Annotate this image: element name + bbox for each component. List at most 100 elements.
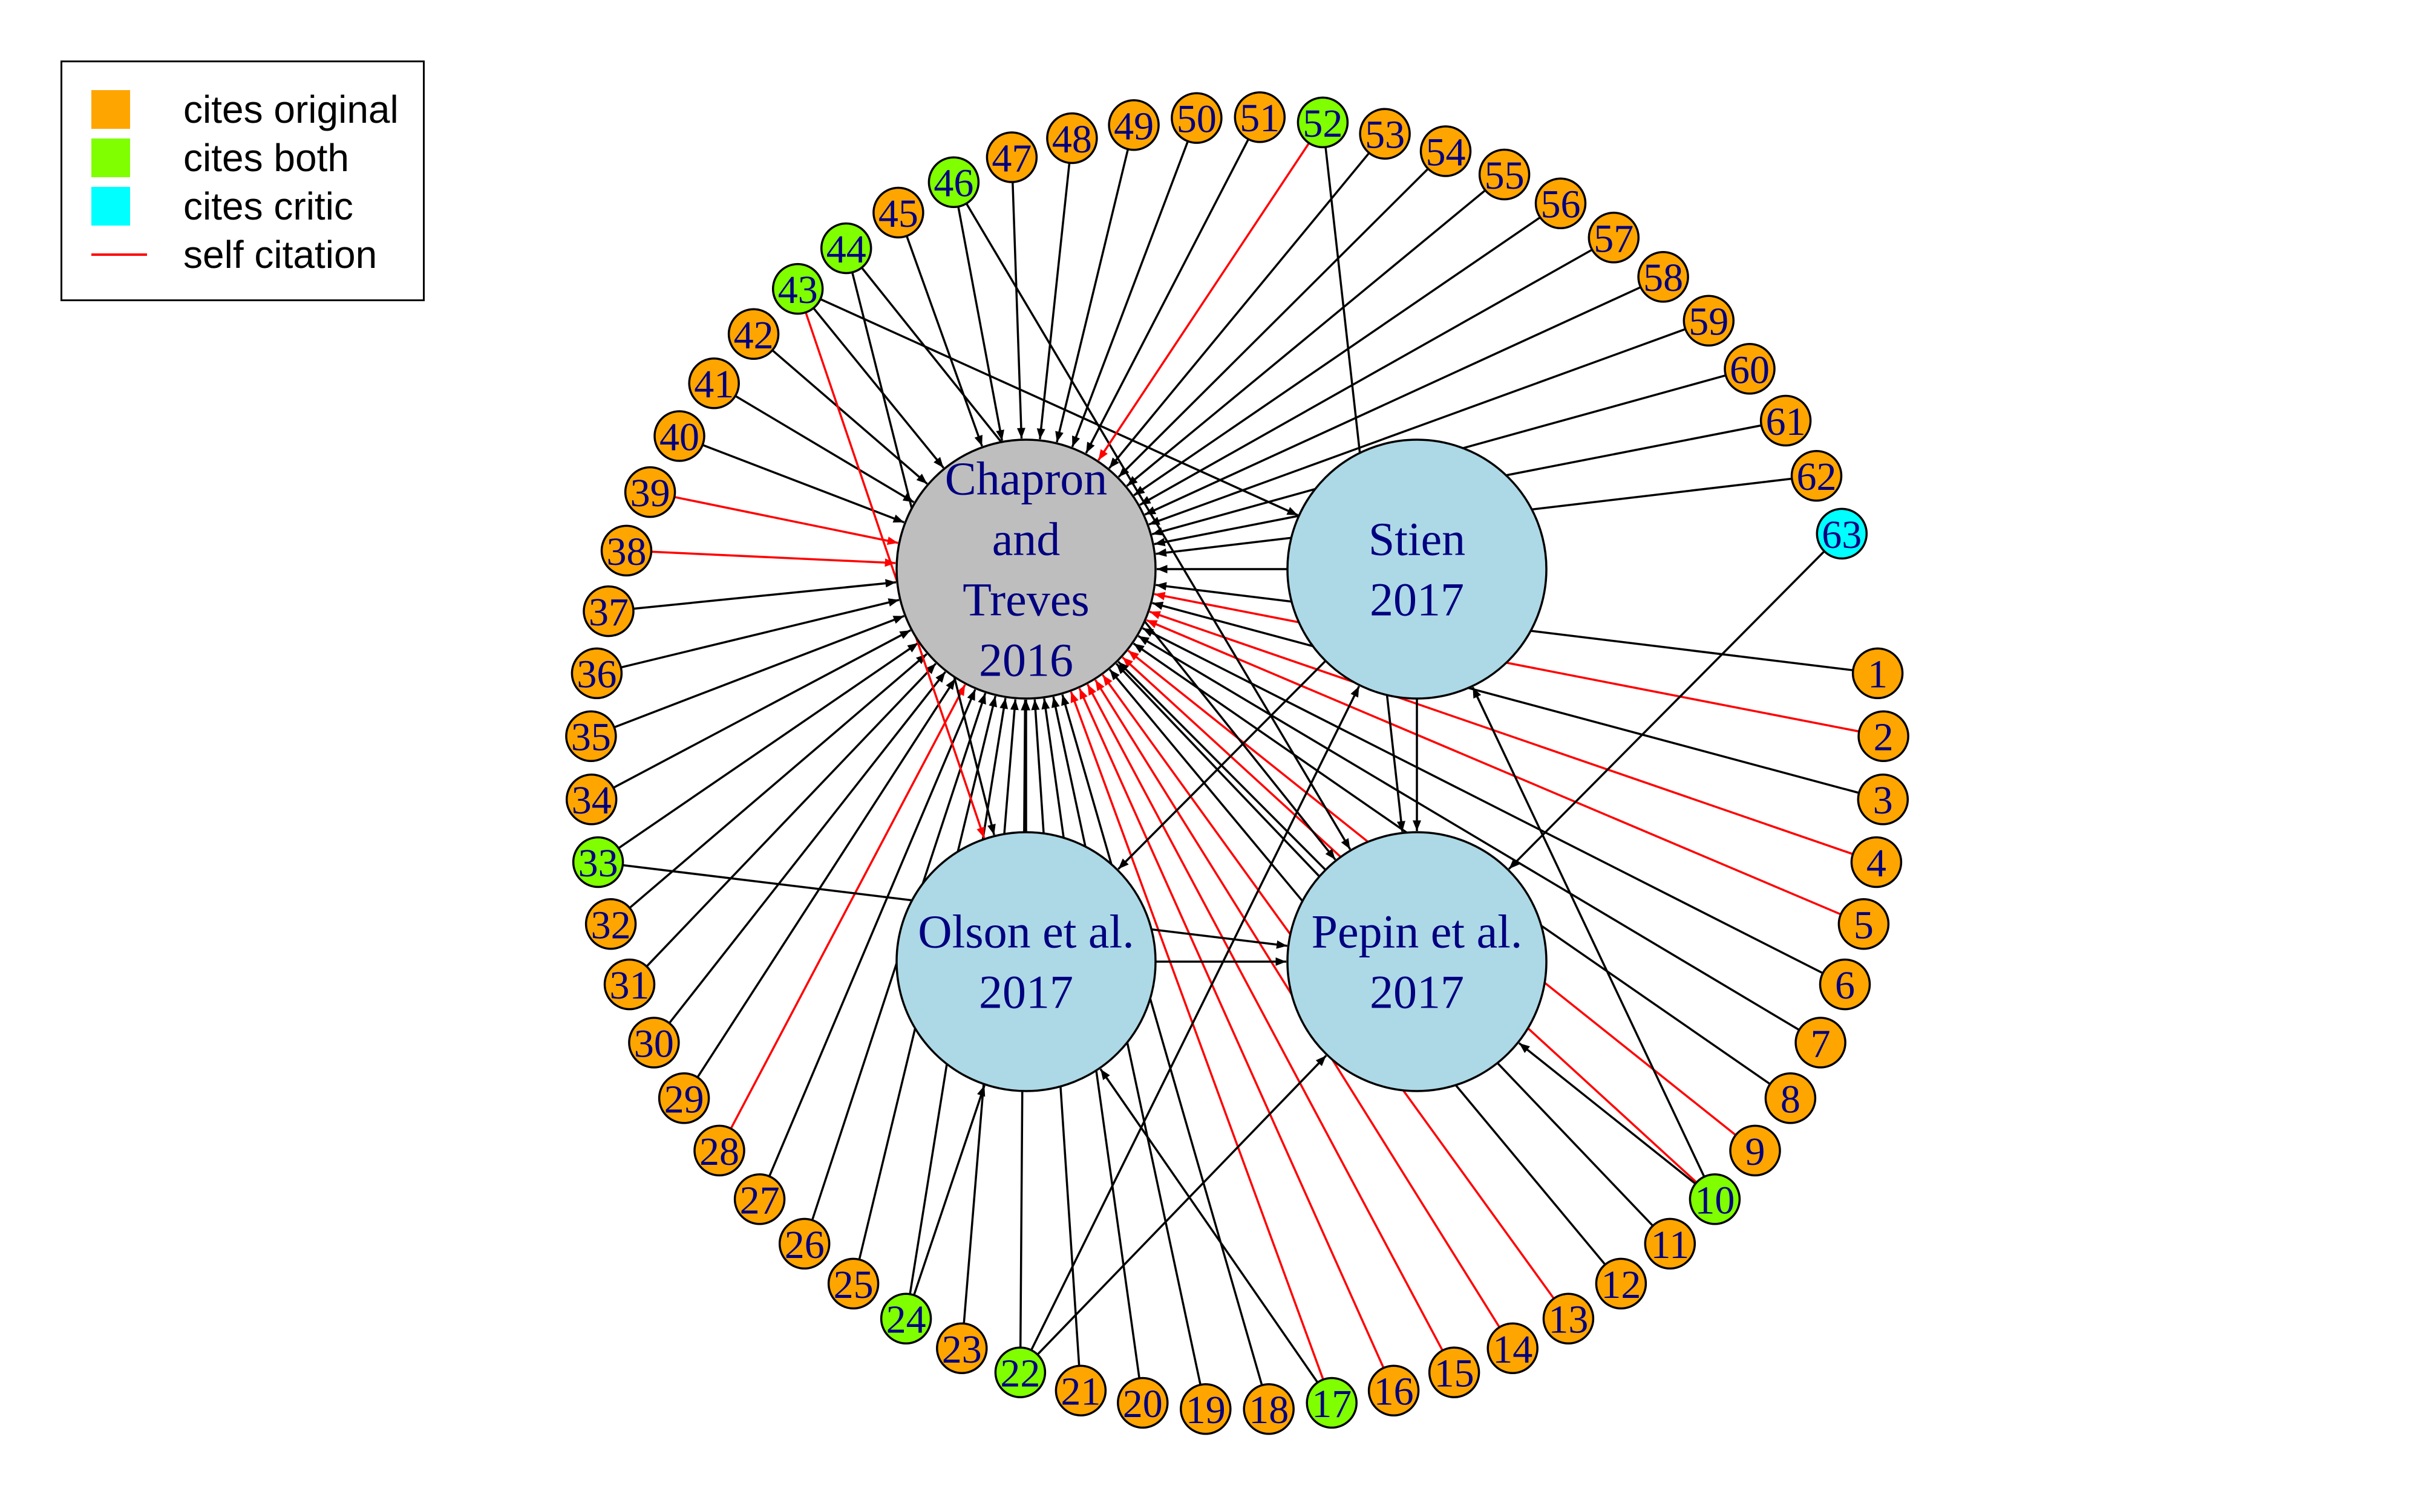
citing-paper-label: 45 [878, 192, 918, 236]
citing-paper-node: 26 [778, 1217, 831, 1270]
citing-paper-circle [658, 1072, 710, 1124]
citing-paper-node: 57 [1588, 212, 1640, 264]
citing-paper-label: 15 [1434, 1352, 1474, 1396]
nodes-layer: 1234567891011121314151617181920212223242… [565, 91, 1909, 1435]
citing-paper-circle [1857, 773, 1909, 826]
citing-paper-node: 22 [994, 1346, 1047, 1398]
hub-label: Treves [963, 573, 1089, 626]
citing-paper-node: 34 [565, 773, 618, 826]
citing-paper-label: 13 [1548, 1298, 1588, 1342]
citation-edge [1133, 216, 1541, 497]
citing-paper-node: 17 [1306, 1377, 1358, 1429]
citing-paper-circle [600, 524, 653, 577]
hub-label: 2017 [1370, 573, 1464, 626]
citing-paper-circle [1243, 1383, 1295, 1435]
citing-paper-label: 56 [1541, 183, 1581, 227]
citation-edge [1036, 1055, 1327, 1355]
citing-paper-circle [1764, 1072, 1817, 1124]
citing-paper-circle [994, 1346, 1047, 1398]
citing-paper-node: 21 [1055, 1364, 1107, 1416]
citing-paper-label: 27 [740, 1178, 780, 1222]
citing-paper-circle [1794, 1017, 1846, 1069]
hub-circle [895, 831, 1157, 1092]
citing-paper-node: 63 [1816, 507, 1868, 560]
citing-paper-circle [1367, 1364, 1420, 1416]
citing-paper-circle [571, 647, 623, 699]
self-citation-edge [674, 496, 898, 545]
citing-paper-circle [927, 156, 980, 208]
citing-paper-node: 46 [927, 156, 980, 208]
citing-paper-node: 12 [1595, 1257, 1647, 1310]
citing-paper-label: 4 [1866, 841, 1886, 885]
citing-paper-label: 35 [571, 715, 611, 760]
citation-edge [1137, 635, 1800, 1031]
citing-paper-circle [1790, 449, 1843, 502]
citing-paper-node: 51 [1234, 91, 1286, 143]
citing-paper-circle [1637, 250, 1689, 303]
legend-item-cites-both: cites both [62, 134, 423, 182]
citing-paper-node: 40 [653, 410, 705, 462]
hub-circle [895, 438, 1157, 700]
citation-edge [629, 653, 927, 909]
legend-line-self-citation [91, 253, 147, 256]
citing-paper-node: 41 [688, 357, 740, 409]
citing-paper-label: 16 [1374, 1370, 1414, 1414]
citing-paper-circle [1428, 1346, 1480, 1398]
citing-paper-node: 14 [1486, 1322, 1539, 1375]
citing-paper-circle [628, 1017, 680, 1069]
citing-paper-circle [572, 836, 624, 888]
citation-edge [1108, 152, 1370, 469]
citing-paper-label: 51 [1240, 96, 1280, 140]
citing-paper-circle [1486, 1322, 1539, 1375]
citing-paper-circle [1851, 647, 1904, 699]
legend-swatch-original [91, 90, 130, 129]
legend-label: cites both [183, 136, 349, 180]
citing-paper-circle [1108, 99, 1160, 151]
citing-paper-circle [1857, 710, 1909, 762]
citing-paper-circle [1306, 1377, 1358, 1429]
citing-paper-circle [1850, 836, 1903, 888]
citing-paper-label: 53 [1365, 113, 1405, 157]
citing-paper-circle [693, 1124, 745, 1177]
legend-item-self-citation: self citation [62, 230, 423, 279]
hub-label: and [992, 513, 1061, 565]
citing-paper-node: 25 [827, 1257, 880, 1310]
legend-label: cites critic [183, 184, 353, 228]
citation-edge [1139, 249, 1593, 506]
citing-paper-node: 29 [658, 1072, 710, 1124]
hub-circle [1286, 831, 1548, 1092]
citing-paper-circle [778, 1217, 831, 1270]
citation-edge [768, 689, 976, 1177]
hub-label: Stien [1369, 513, 1465, 565]
citing-paper-label: 37 [589, 590, 629, 634]
citing-paper-circle [872, 186, 924, 239]
citing-paper-label: 7 [1811, 1022, 1831, 1066]
citing-paper-node: 32 [584, 898, 637, 950]
legend-swatch-both [91, 138, 130, 177]
citing-paper-node: 3 [1857, 773, 1909, 826]
citation-edge [813, 307, 944, 469]
citing-paper-label: 29 [664, 1077, 704, 1121]
citation-edge [613, 629, 911, 789]
citing-paper-label: 26 [785, 1223, 825, 1267]
citing-paper-node: 6 [1819, 958, 1871, 1011]
citation-edge [1085, 138, 1250, 454]
citing-paper-circle [1180, 1383, 1232, 1435]
citing-paper-label: 52 [1303, 102, 1342, 146]
citation-edge [1061, 694, 1263, 1386]
citing-paper-node: 28 [693, 1124, 745, 1177]
citing-paper-node: 52 [1297, 96, 1349, 149]
citing-paper-node: 53 [1359, 108, 1411, 160]
citing-paper-circle [1117, 1377, 1169, 1429]
citing-paper-circle [1689, 1173, 1741, 1225]
legend-label: cites original [183, 88, 399, 131]
citing-paper-label: 3 [1873, 778, 1893, 823]
citing-paper-circle [1055, 1364, 1107, 1416]
citing-paper-circle [771, 262, 824, 315]
citing-paper-label: 38 [607, 530, 647, 574]
citing-paper-circle [583, 585, 635, 637]
citation-edge [771, 349, 928, 485]
citing-paper-label: 10 [1695, 1178, 1735, 1222]
